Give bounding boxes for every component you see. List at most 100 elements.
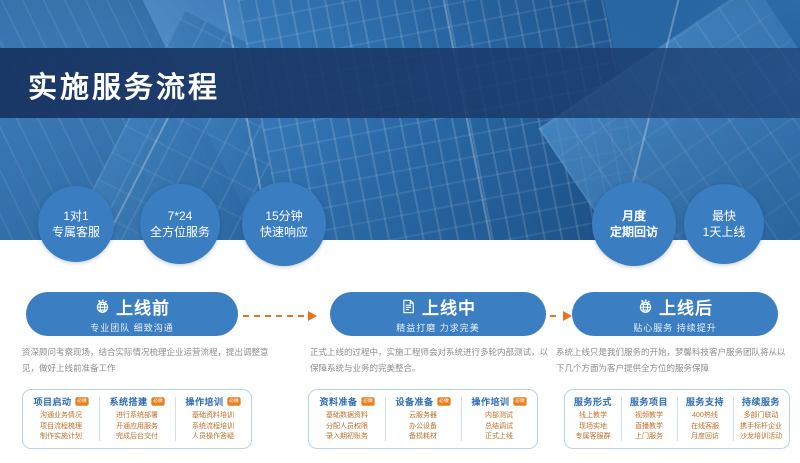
badge-circle-1[interactable]: 1对1 专属客服: [38, 186, 114, 262]
phase-title: 上线后: [659, 299, 713, 319]
detail-item: 人员操作答疑: [192, 433, 234, 441]
detail-column-title: 服务形式: [573, 396, 612, 407]
detail-item: 云服务器: [409, 411, 437, 419]
detail-column-badge: 必做: [360, 396, 375, 406]
badge-circle-3[interactable]: 15分钟 快速响应: [242, 182, 326, 266]
detail-column-title: 持续服务: [741, 396, 780, 407]
detail-item: 在线客服: [691, 422, 719, 430]
detail-item: 专属客服群: [575, 433, 611, 441]
badge-line-2: 专属客服: [51, 225, 100, 239]
detail-item: 上门服务: [635, 433, 663, 441]
badge-circle-4[interactable]: 月度 定期回访: [592, 182, 676, 266]
phase-subtitle: 贴心服务 持续提升: [633, 323, 717, 333]
page-title: 实施服务流程: [28, 70, 221, 104]
hero-bottom-fade: [0, 240, 800, 262]
phase-description-3: 系统上线只是我们服务的开始，梦馨科技客户服务团队将从以下几个方面为客户提供全方位…: [556, 347, 786, 373]
detail-item: 内部测试: [485, 411, 513, 419]
detail-item: 月度回访: [691, 433, 719, 441]
badge-circle-5[interactable]: 最快 1天上线: [684, 184, 764, 264]
connector-arrow-2: [550, 311, 572, 321]
badge-line-1: 15分钟: [265, 208, 303, 223]
detail-item: 办公设备: [409, 422, 437, 430]
badge-line-1: 最快: [711, 208, 736, 223]
detail-column-badge: 必做: [436, 396, 451, 406]
detail-column-badge: 必做: [226, 396, 241, 406]
badge-line-2: 1天上线: [702, 225, 746, 239]
detail-item: 正式上线: [485, 433, 513, 441]
detail-item: 制作实施计划: [40, 433, 82, 441]
detail-column[interactable]: 资料准备 必做 基础数据资料 分配人员权限 录入期初账务: [309, 390, 385, 448]
badge-line-2: 全方位服务: [149, 225, 210, 239]
detail-item: 分配人员权限: [326, 422, 368, 430]
detail-column-title: 资料准备: [319, 396, 358, 407]
globe-icon: [637, 298, 654, 315]
globe-icon: [94, 298, 111, 315]
detail-item: 录入期初账务: [326, 433, 368, 441]
detail-item: 视频教学: [635, 411, 663, 419]
badge-line-1: 1对1: [63, 208, 89, 223]
detail-item: 系统流程培训: [192, 422, 234, 430]
detail-item: 进行系统部署: [116, 411, 158, 419]
detail-column-badge: 必做: [150, 396, 165, 406]
detail-column[interactable]: 系统搭建 必做 进行系统部署 开通应用服务 完成后台交付: [99, 390, 175, 448]
detail-item: 多部门联动: [743, 411, 779, 419]
detail-column-title: 操作培训: [185, 396, 224, 407]
detail-column[interactable]: 设备准备 必做 云服务器 办公设备 备损耗材: [385, 390, 461, 448]
badge-line-2: 快速响应: [259, 225, 308, 239]
document-icon: [400, 298, 417, 315]
badge-circle-2[interactable]: 7*24 全方位服务: [140, 184, 220, 264]
connector-dash: [243, 315, 306, 317]
detail-column[interactable]: 服务支持 400热线 在线客服 月度回访: [677, 390, 733, 448]
phase-title: 上线中: [422, 299, 476, 319]
detail-column-title: 服务支持: [685, 396, 724, 407]
connector-arrow-1: [243, 311, 317, 321]
phase-header-3[interactable]: 上线后 贴心服务 持续提升: [572, 292, 778, 336]
detail-column[interactable]: 服务项目 视频教学 直播教学 上门服务: [621, 390, 677, 448]
detail-item: 项目流程梳理: [40, 422, 82, 430]
detail-column[interactable]: 持续服务 多部门联动 携手标杆企业 沙龙培训活动: [733, 390, 789, 448]
detail-item: 400热线: [692, 411, 718, 419]
detail-item: 携手标杆企业: [740, 422, 782, 430]
phase-header-1[interactable]: 上线前 专业团队 细致沟通: [26, 292, 238, 336]
detail-item: 总结调试: [485, 422, 513, 430]
detail-item: 沟通业务情况: [40, 411, 82, 419]
phase-description-1: 资深顾问考察现场，结合实际情况梳理企业运营流程，提出调整意见，做好上线前准备工作: [22, 347, 269, 373]
title-band: 实施服务流程: [0, 48, 800, 118]
phase-detail-card-3: 服务形式 线上教学 现场实地 专属客服群 服务项目 视频教学 直播教学 上门服务…: [564, 389, 790, 449]
detail-column[interactable]: 服务形式 线上教学 现场实地 专属客服群: [565, 390, 621, 448]
badge-line-2: 定期回访: [609, 225, 658, 239]
detail-column-title: 设备准备: [395, 396, 434, 407]
connector-dash: [550, 315, 561, 317]
phase-description-2: 正式上线的过程中，实施工程师会对系统进行多轮内部测试，以保障系统与业务的完美整合…: [310, 347, 549, 373]
phase-subtitle: 专业团队 细致沟通: [90, 323, 174, 333]
hero-banner: 实施服务流程: [0, 0, 800, 262]
detail-item: 沙龙培训活动: [740, 433, 782, 441]
phase-title: 上线前: [116, 299, 170, 319]
hero-vignette: [0, 0, 800, 262]
detail-column[interactable]: 操作培训 必做 内部测试 总结调试 正式上线: [461, 390, 537, 448]
detail-column[interactable]: 项目启动 必做 沟通业务情况 项目流程梳理 制作实施计划: [23, 390, 99, 448]
detail-item: 备损耗材: [409, 433, 437, 441]
detail-item: 基础资料培训: [192, 411, 234, 419]
detail-column-badge: 必做: [512, 396, 527, 406]
arrow-head-icon: [308, 311, 317, 321]
detail-column-title: 操作培训: [471, 396, 510, 407]
arrow-head-icon: [563, 311, 572, 321]
detail-column-title: 项目启动: [33, 396, 72, 407]
detail-column-title: 系统搭建: [109, 396, 148, 407]
phase-header-2[interactable]: 上线中 精益打磨 力求完美: [330, 292, 546, 336]
detail-item: 基础数据资料: [326, 411, 368, 419]
phase-detail-card-2: 资料准备 必做 基础数据资料 分配人员权限 录入期初账务 设备准备 必做 云服务…: [308, 389, 538, 449]
detail-item: 开通应用服务: [116, 422, 158, 430]
badge-line-1: 7*24: [167, 208, 193, 223]
detail-column-badge: 必做: [74, 396, 89, 406]
detail-column[interactable]: 操作培训 必做 基础资料培训 系统流程培训 人员操作答疑: [175, 390, 251, 448]
phase-detail-card-1: 项目启动 必做 沟通业务情况 项目流程梳理 制作实施计划 系统搭建 必做 进行系…: [22, 389, 252, 449]
badge-line-1: 月度: [621, 208, 646, 223]
detail-item: 直播教学: [635, 422, 663, 430]
detail-item: 线上教学: [579, 411, 607, 419]
detail-item: 现场实地: [579, 422, 607, 430]
detail-item: 完成后台交付: [116, 433, 158, 441]
phase-subtitle: 精益打磨 力求完美: [396, 323, 480, 333]
